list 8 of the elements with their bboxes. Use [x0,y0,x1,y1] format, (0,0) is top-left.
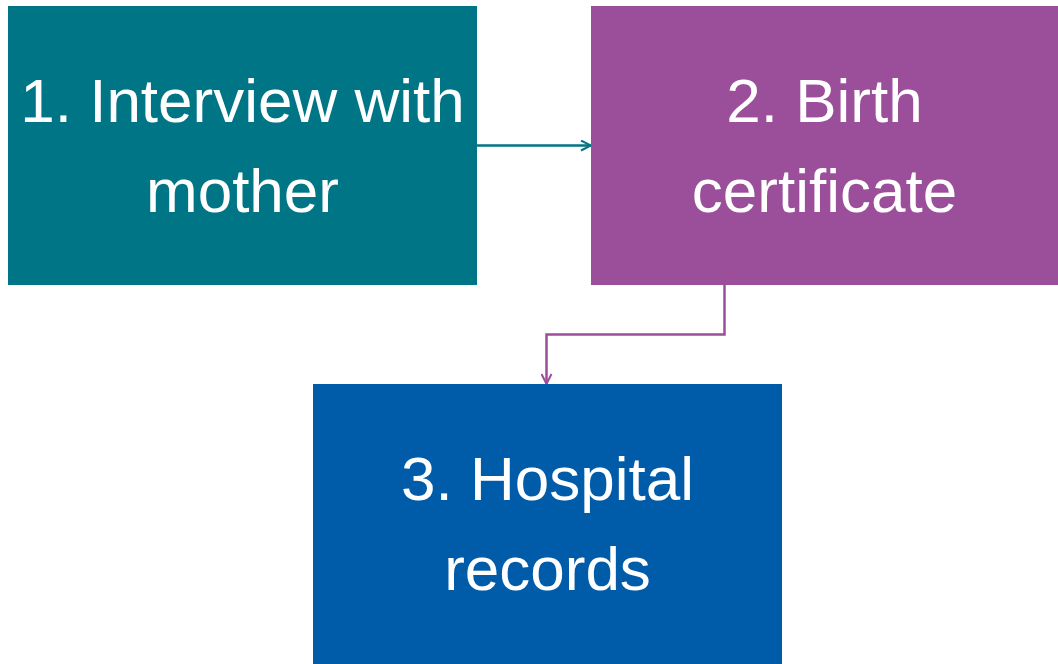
process-box [591,6,1058,285]
box-label: 1. Interview with mother [19,64,466,227]
arrow [540,285,726,385]
box-label: 2. Birth certificate [690,64,959,227]
process-box [8,6,477,285]
arrow [477,139,592,152]
box-label: 3. Hospital records [400,443,695,605]
process-box [313,384,782,664]
